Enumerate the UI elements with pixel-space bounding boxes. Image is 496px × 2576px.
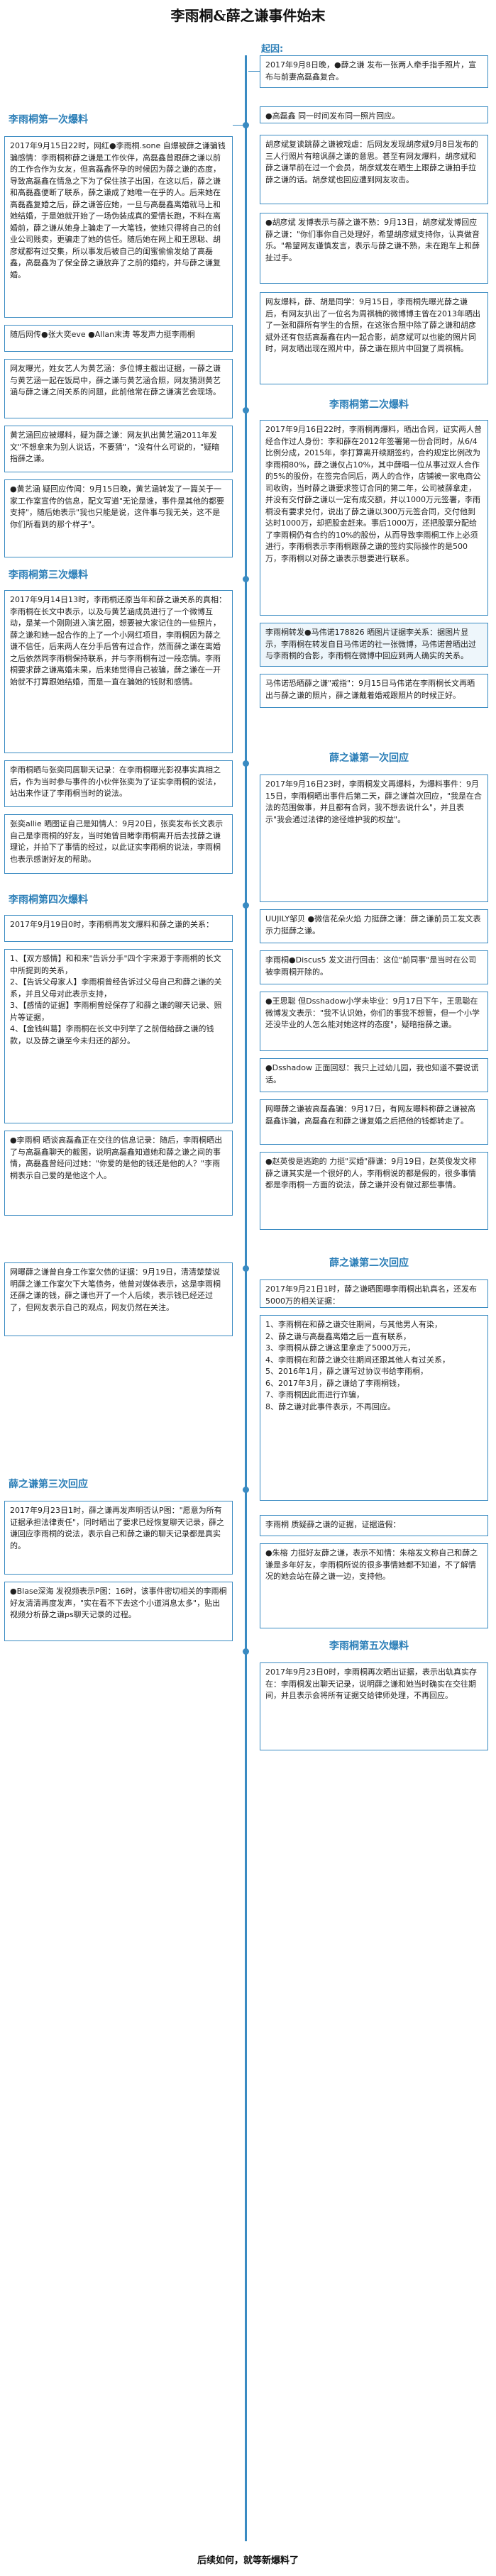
card-r1: 2017年9月8日晚，●薛之谦 发布一张两人牵手指手照片，宣布与前妻高磊鑫复合。	[260, 55, 488, 88]
section-label-s6: 薛之谦第二次回应	[329, 1258, 409, 1269]
card-rr6: 网曝薛之谦被高磊鑫骗：9月17日，有网友曝料称薛之谦被高磊鑫诈骗，高磊鑫在和薛之…	[260, 1099, 488, 1145]
timeline-dot	[243, 902, 249, 909]
card-l10: 1、【双方感情】和和来"告诉分手"四个字来源于李雨桐的长文中所提到的关系， 2、…	[4, 949, 233, 1123]
card-rr12: 2017年9月23日0时，李雨桐再次晒出证据，表示出轨真实存在：李雨桐发出聊天记…	[260, 1662, 488, 1750]
timeline-dot	[243, 407, 249, 413]
section-label-s4: 薛之谦第一次回应	[329, 753, 409, 764]
card-l14: ●Blase深海 发视频表示P图：16时，该事件密切相关的李雨桐好友清清再度发声…	[4, 1582, 233, 1641]
card-l4: 黄艺涵回应被爆料，疑为薛之谦：网友扒出黄艺涵2011年发文"不想拿来为别人说话，…	[4, 426, 233, 472]
section-label-s3: 李雨桐第三次爆料	[9, 570, 88, 581]
timeline-dot	[243, 122, 249, 128]
card-rr11: ●朱榕 力挺好友薛之谦，表示不知情：朱榕发文称自己和薛之谦是多年好友，李雨桐所说…	[260, 1543, 488, 1628]
card-rr8: 2017年9月21日1时，薛之谦晒图曝李雨桐出轨真名，还发布5000万的相关证据…	[260, 1279, 488, 1308]
card-r6: 2017年9月16日22时，李雨桐再爆料，晒出合同，证实两人曾经合作过人身份：李…	[260, 420, 488, 616]
card-rr1: 2017年9月16日23时，李雨桐发文再爆料，为爆料事件：9月15日，李雨桐晒出…	[260, 775, 488, 902]
footer-text: 后续如何，就等新爆料了	[197, 2555, 299, 2566]
timeline-line	[245, 55, 247, 2541]
timeline-dot	[243, 760, 249, 767]
card-l7: 李雨桐晒与张奕同居聊天记录：在李雨桐曝光影视事实真相之后，作为当时参与事件的小伙…	[4, 760, 233, 807]
card-l5: ●黄艺涵 疑回应传闻：9月15日晚，黄艺涵转发了一篇关于一家工作室宣传的信息，配…	[4, 479, 233, 557]
card-l3: 网友曝光，姓女艺人为黄艺涵：多位博主截出证据，一薛之谦与黄艺涵一起在饭局中，薛之…	[4, 359, 233, 418]
card-r8: 马伟诺恐晒薛之谦"戒指"：9月15日马伟诺在李雨桐长文再晒出与薛之谦的照片，薛之…	[260, 674, 488, 708]
card-l12: 网曝薛之谦曾自身工作室欠债的证据：9月19日，清清楚楚说明薛之谦工作室欠下大笔债…	[4, 1262, 233, 1336]
page-title: 李雨桐&薛之谦事件始末	[170, 7, 326, 24]
card-l9: 2017年9月19日0时，李雨桐再发文爆料和薛之谦的关系：	[4, 915, 233, 942]
timeline-dot	[243, 1648, 249, 1655]
section-label-s5: 李雨桐第四次爆料	[9, 894, 88, 906]
card-l2: 随后网传●张大奕eve ●Allan末涛 等发声力挺李雨桐	[4, 325, 233, 352]
start-label: 起因:	[261, 44, 284, 55]
card-r3: 胡彦斌复读跳薛之谦被戏虐：后网友发现胡彦斌9月8日发布的三人行照片有暗讽薛之谦的…	[260, 135, 488, 204]
card-l13: 2017年9月23日1时，薛之谦再发声明否认P图："愿意为所有证据承担法律责任"…	[4, 1501, 233, 1575]
section-label-s8: 李雨桐第五次爆料	[329, 1640, 409, 1652]
connector	[233, 125, 243, 126]
section-label-s1: 李雨桐第一次爆料	[9, 114, 88, 126]
card-l1: 2017年9月15日22时，网红●李雨桐.sone 自爆被薛之谦骗钱骗感情：李雨…	[4, 136, 233, 318]
card-rr7: ●赵英俊是逃跑的 力挺"买婚"薛谦：9月19日，赵英俊发文称薛之谦其实是一个很好…	[260, 1152, 488, 1230]
card-rr10: 李雨桐 质疑薛之谦的证据，证据造假：	[260, 1515, 488, 1536]
card-r2: ●高磊鑫 同一时间发布同一照片回应。	[260, 106, 488, 123]
card-r5: 网友爆料，薛、胡是同学：9月15日，李雨桐先曝光薛之谦后，有网友扒出了一位名为周…	[260, 292, 488, 384]
card-rr5: ●Dsshadow 正面回怼：我只上过幼儿园，我也知道不要说谎话。	[260, 1058, 488, 1092]
section-label-s2: 李雨桐第二次爆料	[329, 399, 409, 411]
connector	[248, 71, 260, 72]
card-rr4: ●王思聪 但Dsshadow小学未毕业：9月17日下午，王思聪在微博发文表示："…	[260, 992, 488, 1051]
timeline-dot	[243, 1487, 249, 1493]
card-rr9: 1、李雨桐在和薛之谦交往期间，与其他男人有染， 2、薛之谦与高磊鑫离婚之后一直有…	[260, 1315, 488, 1501]
card-rr2: UUJILY邹贝 ●微信花朵火焰 力挺薛之谦：薛之谦前员工发文表示力挺薛之谦。	[260, 909, 488, 943]
card-l11: ●李雨桐 晒谈高磊鑫正在交往的信息记录：随后，李雨桐晒出了与高磊鑫聊天的截图，说…	[4, 1131, 233, 1216]
timeline-dot	[243, 576, 249, 582]
card-r7: 李雨桐转发●马伟诺178826 晒图片证据李关系：据图片显示，李雨桐在转发自日马…	[260, 623, 488, 667]
card-rr3: 李雨桐●Discus5 发文进行回击：这位"前同事"是当时在公司被李雨桐开除的。	[260, 950, 488, 984]
timeline-dot	[243, 1265, 249, 1272]
card-r4: ●胡彦斌 发博表示与薛之谦不熟：9月13日，胡彦斌发博回应薛之谦："你们事你自己…	[260, 213, 488, 284]
card-l6: 2017年9月14日13时，李雨桐还原当年和薛之谦关系的真相：李雨桐在长文中表示…	[4, 590, 233, 753]
card-l8: 张奕allie 晒图证自己是知情人：9月20日，张奕发布长文表示自己是李雨桐的好…	[4, 814, 233, 874]
section-label-s7: 薛之谦第三次回应	[9, 1479, 88, 1490]
